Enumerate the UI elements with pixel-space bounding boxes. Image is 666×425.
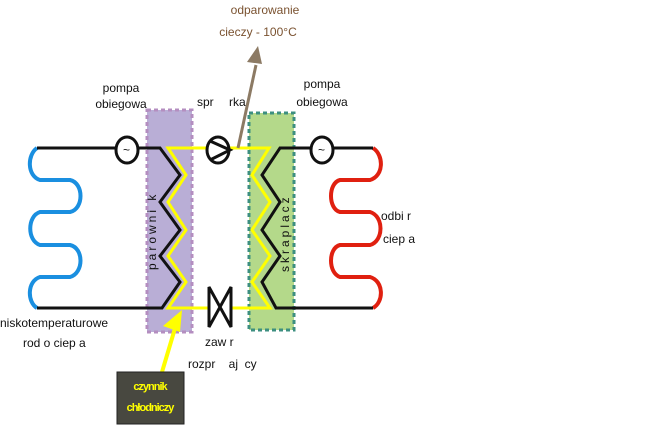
annotation-line-2: cieczy - 100°C bbox=[219, 25, 297, 39]
heat-source-label-2: rod o ciep a bbox=[23, 336, 86, 350]
valve-label-1: zaw r bbox=[205, 335, 234, 349]
left-pump-label-1: pompa bbox=[103, 81, 140, 95]
compressor-label-2: rka bbox=[229, 95, 246, 109]
heat-sink-label-1: odbi r bbox=[381, 209, 411, 223]
condenser-label: skraplacz bbox=[278, 194, 292, 272]
source-loop-pipe bbox=[37, 146, 182, 310]
compressor-label-1: spr bbox=[197, 95, 214, 109]
valve-label-2: rozpr aj cy bbox=[188, 357, 257, 371]
annotation-line-1: odparowanie bbox=[231, 3, 300, 17]
refrigerant-loop bbox=[165, 146, 273, 310]
sink-loop-pipe bbox=[260, 146, 373, 310]
compressor-icon bbox=[205, 135, 234, 165]
refrigerant-label-box bbox=[116, 371, 185, 425]
cold-coil bbox=[27, 146, 83, 310]
right-pump-label-2: obiegowa bbox=[296, 95, 348, 109]
evaporator-label: parowni k bbox=[145, 192, 159, 270]
evaporation-arrow bbox=[236, 46, 262, 149]
refrigerant-label-1: czynnik bbox=[133, 381, 168, 393]
right-pump-label-1: pompa bbox=[304, 77, 341, 91]
right-pump-icon bbox=[309, 135, 335, 165]
svg-text:~: ~ bbox=[123, 143, 130, 157]
refrigerant-arrow bbox=[160, 310, 182, 373]
refrigerant-label-2: chłodniczy bbox=[127, 402, 176, 414]
heat-source-label-1: niskotemperaturowe bbox=[0, 316, 108, 330]
left-pump-icon bbox=[114, 135, 140, 165]
left-pump-label-2: obiegowa bbox=[95, 97, 147, 111]
hot-coil bbox=[329, 146, 383, 310]
expansion-valve-icon bbox=[207, 286, 233, 328]
svg-text:~: ~ bbox=[318, 143, 325, 157]
heat-sink-label-2: ciep a bbox=[383, 232, 415, 246]
